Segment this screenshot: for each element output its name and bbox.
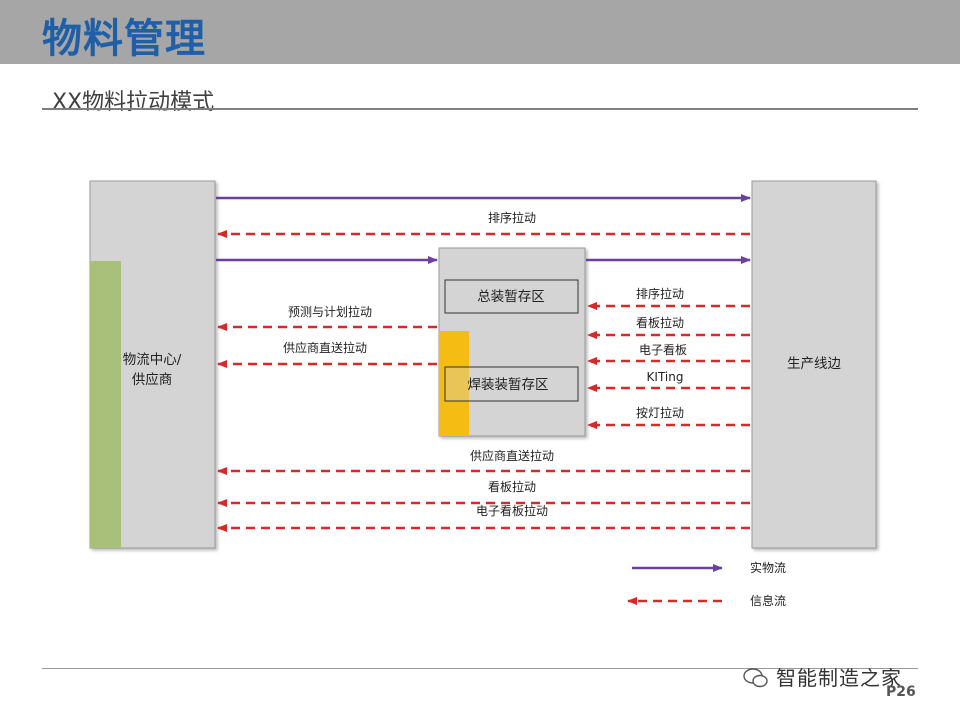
- left-box-label-1: 物流中心/: [123, 352, 182, 368]
- welding-buffer-label: 焊装装暂存区: [468, 377, 549, 393]
- label-right-info-1: 排序拉动: [636, 286, 684, 301]
- legend: 实物流 信息流: [627, 560, 786, 608]
- label-bottom-info-3: 电子看板拉动: [476, 503, 548, 518]
- subtitle-divider: [42, 108, 918, 110]
- page-number: P26: [886, 684, 916, 700]
- left-accent-bar: [90, 261, 121, 548]
- wechat-icon: [743, 668, 768, 688]
- label-bottom-info-1: 供应商直送拉动: [470, 448, 554, 463]
- logistics-center-box: 物流中心/ 供应商: [89, 180, 216, 549]
- footer-divider: [42, 668, 918, 669]
- right-box-label: 生产线边: [787, 356, 841, 372]
- center-accent-bar: [439, 331, 469, 436]
- welding-buffer-zone: [444, 366, 579, 402]
- watermark-text: 智能制造之家: [776, 666, 902, 690]
- label-left-info-2: 供应商直送拉动: [283, 340, 367, 355]
- section-subtitle: XX物料拉动模式: [52, 90, 215, 115]
- label-right-info-4: KITing: [647, 370, 684, 384]
- header-bar: 物料管理: [0, 0, 960, 64]
- assembly-buffer-zone: [444, 279, 579, 314]
- page-title: 物料管理: [42, 16, 206, 62]
- assembly-buffer-label: 总装暂存区: [477, 289, 545, 305]
- label-bottom-info-2: 看板拉动: [488, 479, 536, 494]
- legend-material-label: 实物流: [750, 560, 786, 575]
- label-top-info: 排序拉动: [488, 210, 536, 225]
- label-right-info-2: 看板拉动: [636, 315, 684, 330]
- label-left-info-1: 预测与计划拉动: [288, 304, 372, 319]
- production-line-box: 生产线边: [751, 180, 877, 549]
- label-right-info-3: 电子看板: [639, 343, 687, 357]
- buffer-center-box: 总装暂存区 焊装装暂存区: [438, 247, 586, 437]
- left-box-label-2: 供应商: [132, 371, 173, 388]
- legend-info-label: 信息流: [750, 593, 786, 608]
- label-right-info-5: 按灯拉动: [636, 405, 684, 420]
